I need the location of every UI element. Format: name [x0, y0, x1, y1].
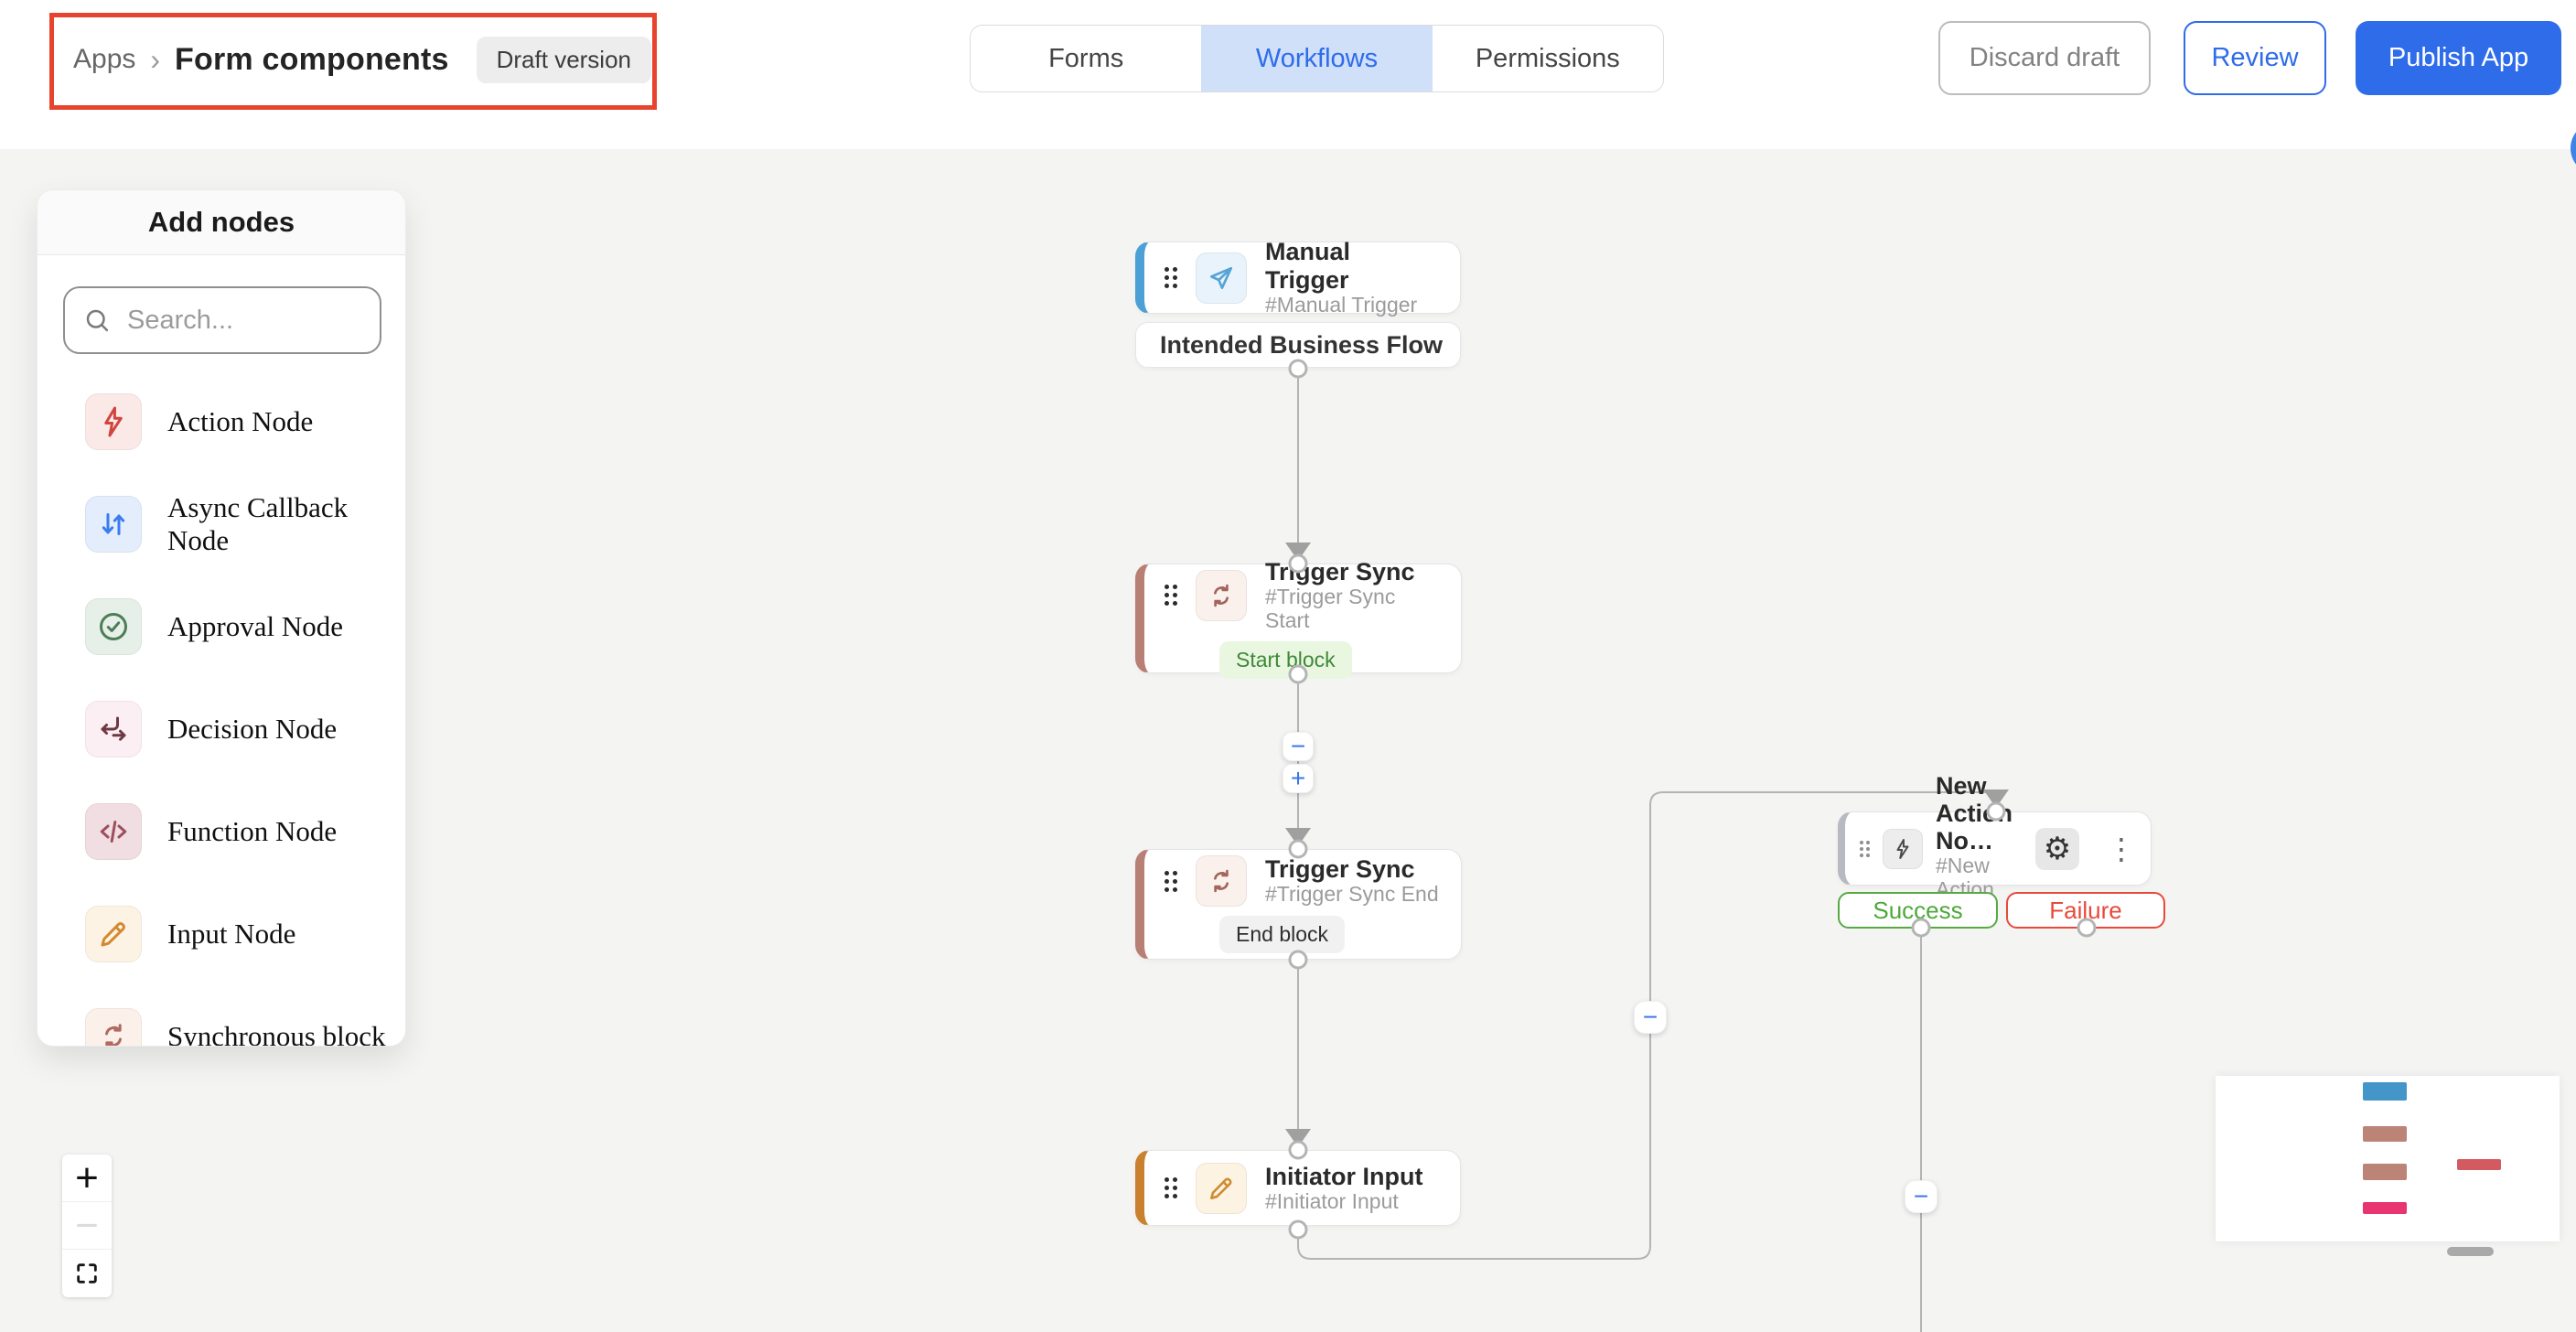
view-tabs: Forms Workflows Permissions	[970, 25, 1664, 92]
code-icon	[85, 803, 142, 860]
minimap-node-trigger-sync-start	[2363, 1126, 2407, 1142]
gear-icon: ⚙	[2043, 831, 2072, 866]
node-menu-button[interactable]: ⋮	[2107, 832, 2136, 865]
node-title: Initiator Input	[1265, 1162, 1423, 1190]
node-settings-button[interactable]: ⚙	[2035, 827, 2079, 870]
minimap-node-manual-trigger	[2363, 1082, 2407, 1101]
floating-action-button[interactable]	[2571, 122, 2576, 175]
drag-handle-icon[interactable]	[1165, 870, 1177, 892]
palette-item-label: Action Node	[167, 405, 314, 437]
palette-item-function-node[interactable]: Function Node	[38, 803, 405, 860]
minimap-node-initiator-input	[2363, 1202, 2407, 1214]
tab-workflows[interactable]: Workflows	[1201, 26, 1433, 91]
draft-version-badge: Draft version	[476, 36, 652, 83]
node-manual-trigger[interactable]: Manual Trigger #Manual Trigger	[1135, 238, 1461, 317]
palette-item-label: Approval Node	[167, 610, 343, 642]
page-title: Form components	[175, 41, 449, 77]
tab-permissions[interactable]: Permissions	[1475, 43, 1620, 73]
palette-item-label: Synchronous block	[167, 1020, 386, 1047]
review-button[interactable]: Review	[2184, 21, 2326, 95]
palette-item-label: Input Node	[167, 918, 296, 950]
zoom-out-button[interactable]: −	[62, 1202, 112, 1250]
breadcrumb-separator: ›	[150, 42, 161, 76]
fit-view-button[interactable]	[62, 1250, 112, 1297]
drag-handle-icon[interactable]	[1165, 585, 1177, 606]
send-icon	[1196, 252, 1247, 304]
intended-business-flow-card[interactable]: Intended Business Flow	[1135, 322, 1461, 368]
drag-handle-icon[interactable]	[1165, 1177, 1177, 1198]
tab-forms[interactable]: Forms	[1048, 43, 1124, 73]
collapse-branch-button[interactable]: −	[1283, 732, 1314, 761]
node-trigger-sync-end[interactable]: Trigger Sync #Trigger Sync End End block	[1135, 849, 1462, 960]
end-block-badge: End block	[1219, 916, 1346, 953]
minimap-node-trigger-sync-end	[2363, 1164, 2407, 1180]
palette-item-label: Function Node	[167, 815, 338, 847]
failure-output-pill[interactable]: Failure	[2006, 892, 2165, 929]
check-circle-icon	[85, 598, 142, 655]
minimap-node-new-action	[2457, 1159, 2501, 1170]
start-block-badge: Start block	[1219, 641, 1352, 680]
node-title: Manual Trigger	[1265, 238, 1351, 294]
add-node-inline-button[interactable]: +	[1283, 764, 1314, 793]
sync-icon	[1196, 855, 1247, 907]
breadcrumb: Apps › Form components Draft version	[73, 0, 652, 119]
drag-handle-icon[interactable]	[1165, 267, 1177, 288]
fit-view-icon	[77, 1263, 97, 1284]
drag-handle-icon[interactable]	[1860, 840, 1870, 857]
panel-title: Add nodes	[38, 190, 405, 255]
node-trigger-sync-start[interactable]: Trigger Sync #Trigger Sync Start Start b…	[1135, 558, 1462, 680]
node-initiator-input[interactable]: Initiator Input #Initiator Input	[1135, 1150, 1461, 1226]
node-subtitle: #Manual Trigger	[1265, 292, 1418, 317]
zoom-in-button[interactable]: +	[62, 1155, 112, 1202]
node-subtitle: #Trigger Sync Start	[1265, 584, 1396, 632]
palette-item-synchronous-block[interactable]: Synchronous block	[38, 1008, 405, 1047]
search-icon	[86, 309, 109, 332]
sync-icon	[1196, 569, 1247, 621]
lightning-icon	[85, 393, 142, 450]
palette-item-approval-node[interactable]: Approval Node	[38, 598, 405, 655]
node-title: Trigger Sync	[1265, 855, 1415, 883]
collapse-branch-button[interactable]: −	[1905, 1180, 1937, 1213]
palette-item-label: Async Callback Node	[167, 491, 349, 556]
horizontal-scrollbar-thumb[interactable]	[2447, 1247, 2494, 1256]
palette-item-decision-node[interactable]: Decision Node	[38, 701, 405, 757]
palette-item-input-node[interactable]: Input Node	[38, 906, 405, 962]
success-output-pill[interactable]: Success	[1838, 892, 1998, 929]
breadcrumb-apps-link[interactable]: Apps	[73, 44, 136, 74]
pencil-icon	[85, 906, 142, 962]
node-search[interactable]	[63, 286, 381, 354]
search-input[interactable]	[125, 304, 345, 337]
discard-draft-button[interactable]: Discard draft	[1938, 21, 2151, 95]
arrows-down-up-icon	[85, 496, 142, 553]
palette-item-async-callback-node[interactable]: Async Callback Node	[38, 491, 405, 556]
node-subtitle: #Trigger Sync End	[1265, 882, 1439, 907]
node-title: New Action No…	[1936, 771, 2012, 854]
publish-app-button[interactable]: Publish App	[2356, 21, 2561, 95]
canvas-zoom-controls: + −	[62, 1155, 112, 1297]
palette-item-label: Decision Node	[167, 713, 338, 745]
collapse-branch-button[interactable]: −	[1634, 1001, 1667, 1034]
pencil-icon	[1196, 1162, 1247, 1214]
top-bar: Apps › Form components Draft version For…	[0, 0, 2576, 149]
lightning-icon	[1883, 828, 1923, 869]
palette-item-action-node[interactable]: Action Node	[38, 393, 405, 450]
node-subtitle: #Initiator Input	[1265, 1188, 1399, 1213]
node-title: Trigger Sync	[1265, 557, 1415, 585]
sync-icon	[85, 1008, 142, 1046]
branch-arrows-icon	[85, 701, 142, 757]
canvas-minimap[interactable]	[2216, 1076, 2560, 1241]
node-new-action[interactable]: New Action No… #New Action Node ⚙ ⋮	[1838, 772, 2152, 925]
